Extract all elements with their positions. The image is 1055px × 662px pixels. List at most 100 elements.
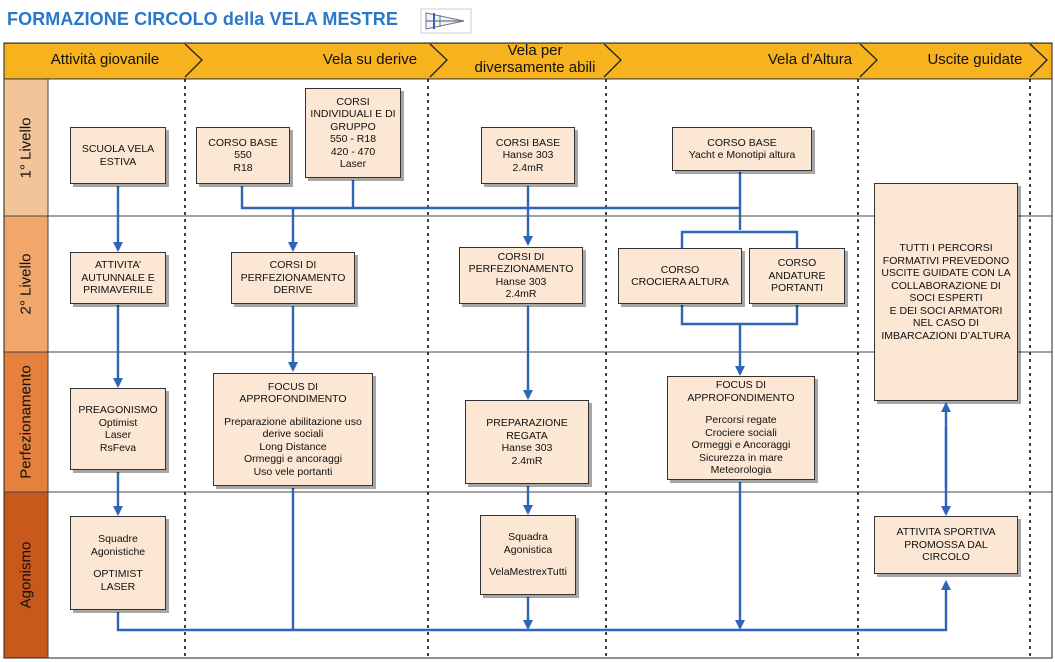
- box-text: Ormeggi e ancoraggi: [243, 453, 343, 466]
- column-header-line: diversamente abili: [474, 59, 596, 76]
- box-text: Squadre: [98, 533, 138, 545]
- box-corso-andature-portanti: CORSO ANDATURE PORTANTI: [749, 248, 845, 304]
- column-header-bar: [4, 43, 1052, 79]
- box-text: TUTTI I PERCORSI: [899, 242, 993, 254]
- row-label-agonismo: Agonismo: [4, 492, 48, 658]
- box-text: Crociere sociali: [705, 426, 777, 439]
- box-scuola-vela-estiva: SCUOLA VELA ESTIVA: [70, 127, 166, 184]
- box-text: Preparazione abilitazione uso: [224, 415, 362, 428]
- box-text: 2.4mR: [511, 454, 543, 467]
- box-preparazione-regata: PREPARAZIONE REGATA Hanse 303 2.4mR: [465, 400, 589, 484]
- box-text: Squadra: [508, 531, 548, 544]
- column-header-vela-su-derive: Vela su derive: [322, 51, 418, 68]
- box-text: GRUPPO: [330, 120, 376, 133]
- box-text: RsFeva: [99, 441, 137, 454]
- box-text: ESTIVA: [99, 155, 137, 168]
- box-text: PERFEZIONAMENTO: [468, 263, 574, 275]
- box-corsi-base-hanse: CORSI BASE Hanse 303 2.4mR: [481, 127, 575, 184]
- box-corsi-perfezionamento-hanse: CORSI DI PERFEZIONAMENTO Hanse 303 2.4mR: [459, 247, 583, 304]
- box-text: CORSO: [660, 263, 700, 276]
- box-text: PREAGONISMO: [78, 404, 158, 416]
- column-header-line: Vela per: [507, 42, 563, 59]
- box-text: REGATA: [506, 429, 548, 442]
- box-corso-base-derive: CORSO BASE 550 R18: [196, 127, 290, 184]
- column-header-vela-diversamente-abili: Vela per diversamente abili: [450, 42, 620, 76]
- box-squadre-agonistiche: Squadre Agonistiche OPTIMIST LASER: [70, 516, 166, 610]
- box-text: Sicurezza in mare: [698, 451, 784, 464]
- box-text: Ormeggi e Ancoraggi: [691, 439, 791, 452]
- box-attivita-sportiva: ATTIVITA SPORTIVA PROMOSSA DAL CIRCOLO: [874, 516, 1018, 574]
- box-text: CORSO BASE: [208, 136, 278, 149]
- box-text: Meteorologia: [710, 464, 772, 477]
- box-text: PRIMAVERILE: [83, 284, 153, 297]
- box-squadra-agonistica: Squadra Agonistica VelaMestrexTutti: [480, 515, 576, 595]
- row-label-perfezionamento: Perfezionamento: [4, 352, 48, 492]
- box-text: VelaMestrexTutti: [489, 566, 567, 579]
- box-text: SOCI ESPERTI: [909, 292, 983, 304]
- box-text: APPROFONDIMENTO: [239, 393, 347, 406]
- box-text: Laser: [104, 429, 132, 441]
- box-attivita-autunnale: ATTIVITA’ AUTUNNALE E PRIMAVERILE: [70, 252, 166, 304]
- box-corsi-individuali: CORSI INDIVIDUALI E DI GRUPPO 550 - R18 …: [305, 88, 401, 178]
- box-text: PREPARAZIONE: [486, 417, 568, 429]
- box-text: CORSI BASE: [495, 136, 561, 149]
- box-focus-derive: FOCUS DI APPROFONDIMENTO Preparazione ab…: [213, 373, 373, 486]
- box-text: 2.4mR: [512, 161, 544, 174]
- box-text: ATTIVITA SPORTIVA: [896, 526, 996, 539]
- box-corsi-perfezionamento-derive: CORSI DI PERFEZIONAMENTO DERIVE: [231, 252, 355, 304]
- box-text: ATTIVITA’: [94, 259, 142, 272]
- row-label-2-livello: 2° Livello: [4, 216, 48, 352]
- box-text: LASER: [100, 580, 136, 593]
- box-text: PERFEZIONAMENTO: [240, 271, 346, 284]
- box-text: PORTANTI: [770, 282, 824, 295]
- box-text: Optimist: [98, 416, 138, 429]
- box-text: USCITE GUIDATE CON LA: [881, 267, 1011, 279]
- box-text: INDIVIDUALI E DI: [310, 108, 396, 120]
- box-text: Hanse 303: [501, 442, 553, 454]
- box-text: Long Distance: [259, 440, 327, 453]
- box-text: COLLABORAZIONE DI: [891, 279, 1001, 292]
- box-text: FOCUS DI: [715, 379, 767, 392]
- box-text: OPTIMIST: [93, 568, 143, 580]
- box-text: derive sociali: [262, 428, 324, 441]
- box-text: SCUOLA VELA: [81, 143, 155, 155]
- box-text: Hanse 303: [495, 275, 547, 288]
- box-text: ANDATURE: [768, 269, 826, 282]
- box-text: Agonistica: [503, 543, 553, 556]
- box-text: 550: [234, 149, 252, 162]
- box-text: Uso vele portanti: [253, 465, 333, 478]
- box-text: AUTUNNALE E: [81, 271, 155, 284]
- box-text: PROMOSSA DAL: [904, 538, 988, 551]
- box-text: IMBARCAZIONI D’ALTURA: [881, 329, 1011, 342]
- box-text: CIRCOLO: [922, 551, 970, 564]
- box-text: CORSI DI: [497, 250, 545, 263]
- box-text: FOCUS DI: [267, 380, 319, 393]
- box-text: Hanse 303: [502, 149, 554, 162]
- box-text: APPROFONDIMENTO: [687, 391, 795, 404]
- box-text: 550 - R18: [329, 133, 377, 145]
- box-text: CORSO: [777, 257, 817, 270]
- box-corso-crociera-altura: CORSO CROCIERA ALTURA: [618, 248, 742, 304]
- club-logo: [420, 8, 472, 34]
- box-text: NEL CASO DI: [912, 317, 980, 329]
- column-header-attivita-giovanile: Attività giovanile: [50, 51, 160, 68]
- box-text: CORSI: [336, 95, 370, 108]
- box-text: FORMATIVI PREVEDONO: [882, 254, 1010, 267]
- box-tutti-i-percorsi: TUTTI I PERCORSI FORMATIVI PREVEDONO USC…: [874, 183, 1018, 401]
- box-text: Laser: [339, 158, 367, 170]
- box-text: E DEI SOCI ARMATORI: [889, 304, 1003, 317]
- box-text: CORSO BASE: [707, 136, 777, 149]
- box-text: 420 - 470: [330, 145, 376, 158]
- box-corso-base-altura: CORSO BASE Yacht e Monotipi altura: [672, 127, 812, 171]
- row-label-1-livello: 1° Livello: [4, 79, 48, 216]
- column-header-uscite-guidate: Uscite guidate: [927, 51, 1023, 68]
- box-text: Agonistiche: [90, 545, 146, 558]
- box-preagonismo: PREAGONISMO Optimist Laser RsFeva: [70, 388, 166, 470]
- box-text: CORSI DI: [269, 259, 317, 272]
- box-text: DERIVE: [273, 284, 313, 297]
- box-text: R18: [233, 161, 253, 174]
- box-text: 2.4mR: [505, 288, 537, 300]
- box-text: CROCIERA ALTURA: [631, 276, 729, 288]
- box-text: Percorsi regate: [705, 414, 777, 427]
